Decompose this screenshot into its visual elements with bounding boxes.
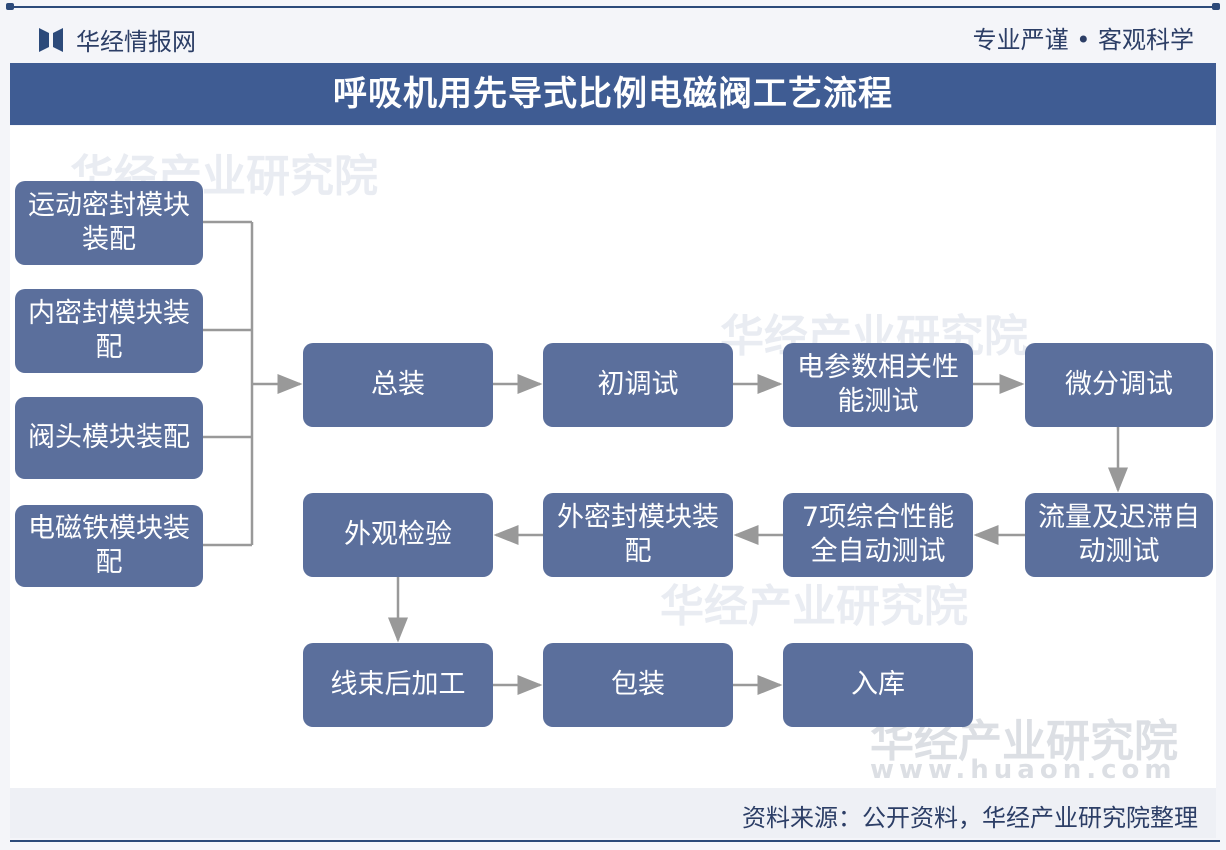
watermark-url: www.huaon.com xyxy=(870,755,1177,785)
module-box: 运动密封模块装配 xyxy=(15,181,203,265)
step-box: 微分调试 xyxy=(1025,343,1213,427)
step-box: 线束后加工 xyxy=(303,643,493,727)
step-box: 7项综合性能全自动测试 xyxy=(783,493,973,577)
brand-name: 华经情报网 xyxy=(76,28,196,56)
module-box: 内密封模块装配 xyxy=(15,289,203,373)
step-box: 外密封模块装配 xyxy=(543,493,733,577)
slogan: 专业严谨 • 客观科学 xyxy=(972,26,1194,54)
brand-logo: 华经情报网 xyxy=(38,22,196,57)
step-box: 电参数相关性能测试 xyxy=(783,343,973,427)
module-box: 电磁铁模块装配 xyxy=(15,505,203,587)
top-rule xyxy=(6,3,1220,10)
step-box: 流量及迟滞自动测试 xyxy=(1025,493,1213,577)
module-box: 阀头模块装配 xyxy=(15,397,203,479)
watermark: 华经产业研究院 xyxy=(660,581,968,632)
step-box: 外观检验 xyxy=(303,493,493,577)
step-box: 入库 xyxy=(783,643,973,727)
source-note: 资料来源：公开资料，华经产业研究院整理 xyxy=(742,804,1198,832)
step-box: 总装 xyxy=(303,343,493,427)
logo-icon xyxy=(39,27,63,52)
step-box: 初调试 xyxy=(543,343,733,427)
page-title: 呼吸机用先导式比例电磁阀工艺流程 xyxy=(10,63,1216,125)
step-box: 包装 xyxy=(543,643,733,727)
footer-bar xyxy=(10,788,1216,838)
bottom-rule xyxy=(10,840,1220,842)
